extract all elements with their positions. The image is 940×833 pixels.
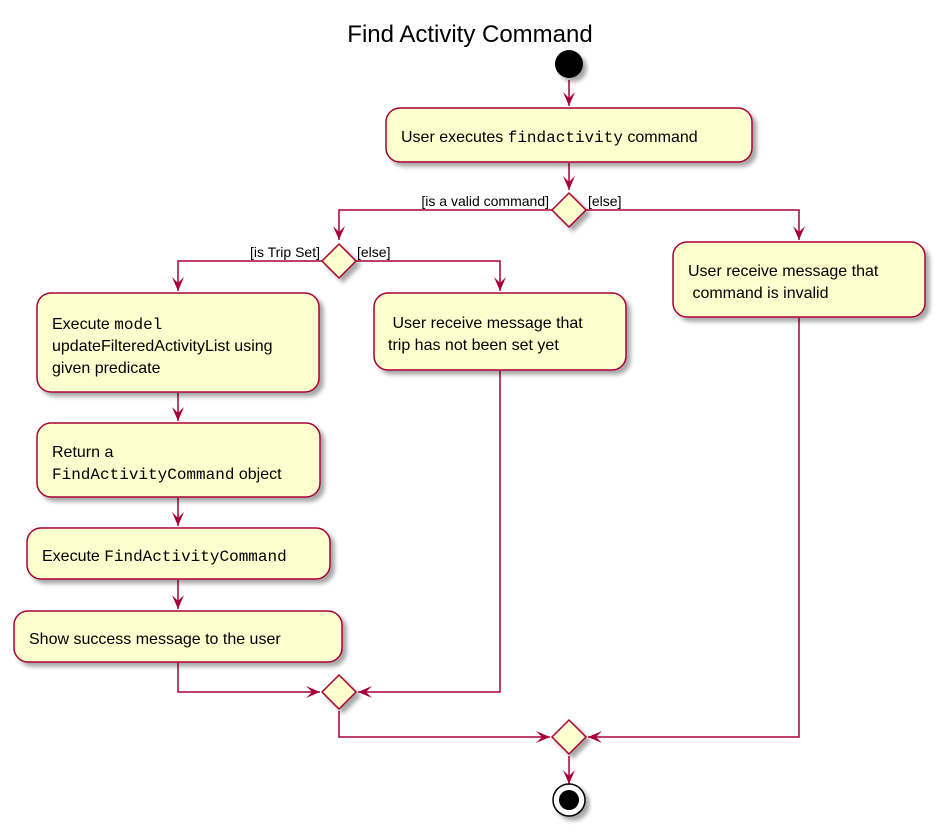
arrowhead <box>536 731 550 743</box>
guard-labels: [is a valid command] [else] [is Trip Set… <box>250 193 622 260</box>
activity-show-success <box>13 610 343 663</box>
start-node <box>555 50 583 78</box>
arrowhead <box>563 176 575 190</box>
arrowhead <box>306 686 320 698</box>
arrowhead <box>588 731 602 743</box>
edge-merge-to-final-merge <box>338 711 550 738</box>
arrowhead <box>358 686 372 698</box>
activity-return-object <box>36 422 321 498</box>
activity-invalid-command <box>672 241 926 318</box>
guard-else-inner: [else] <box>357 244 390 260</box>
edge-invalid-to-final-merge <box>588 318 800 738</box>
arrowhead <box>172 277 184 291</box>
arrowhead <box>172 512 184 526</box>
activity-text: User executes findactivity command Execu… <box>29 129 879 648</box>
arrowhead <box>494 277 506 291</box>
merge-node-inner <box>320 673 358 711</box>
activity-boxes <box>13 107 926 663</box>
decision-valid-command <box>550 191 588 229</box>
activity-execute-model <box>36 292 320 393</box>
activity-execute-model-line3: given predicate <box>52 360 161 377</box>
edge-valid-branch <box>338 209 552 240</box>
guard-else-outer: [else] <box>588 193 621 209</box>
decision-trip-set <box>320 242 358 280</box>
activity-execute-model-line2: updateFilteredActivityList using <box>52 338 273 355</box>
activity-return-object-line1: Return a <box>52 444 113 461</box>
activity-return-object-line2: FindActivityCommand object <box>52 466 282 484</box>
edge-trip-set-branch <box>177 260 322 291</box>
activity-show-success-text: Show success message to the user <box>29 631 281 648</box>
activity-execute-command-text: Execute FindActivityCommand <box>42 548 287 566</box>
end-node <box>552 783 586 817</box>
arrowhead <box>563 770 575 784</box>
edge-trip-to-merge <box>358 371 501 693</box>
edge-success-to-merge <box>177 663 320 693</box>
guard-trip-set: [is Trip Set] <box>250 244 320 260</box>
guard-valid-command: [is a valid command] <box>421 193 549 209</box>
arrowhead <box>333 226 345 240</box>
arrowhead <box>793 226 805 240</box>
activity-user-executes <box>385 107 753 163</box>
decision-diamonds <box>320 191 588 756</box>
activity-user-executes-text: User executes findactivity command <box>401 129 698 147</box>
diagram-title: Find Activity Command <box>347 21 592 48</box>
merge-node-final <box>550 718 588 756</box>
activity-invalid-command-line1: User receive message that <box>688 263 879 280</box>
edge-else-branch <box>586 209 800 240</box>
activity-execute-command <box>26 527 331 580</box>
edge-trip-else-branch <box>356 260 501 291</box>
activity-trip-not-set-line2: trip has not been set yet <box>388 337 559 354</box>
arrowhead <box>563 92 575 106</box>
activity-trip-not-set-line1: User receive message that <box>388 315 583 332</box>
activity-trip-not-set <box>373 292 627 371</box>
arrowheads <box>172 92 805 784</box>
arrowhead <box>172 407 184 421</box>
arrowhead <box>172 595 184 609</box>
activity-invalid-command-line2: command is invalid <box>688 285 829 302</box>
activity-execute-model-line1: Execute model <box>52 316 162 334</box>
